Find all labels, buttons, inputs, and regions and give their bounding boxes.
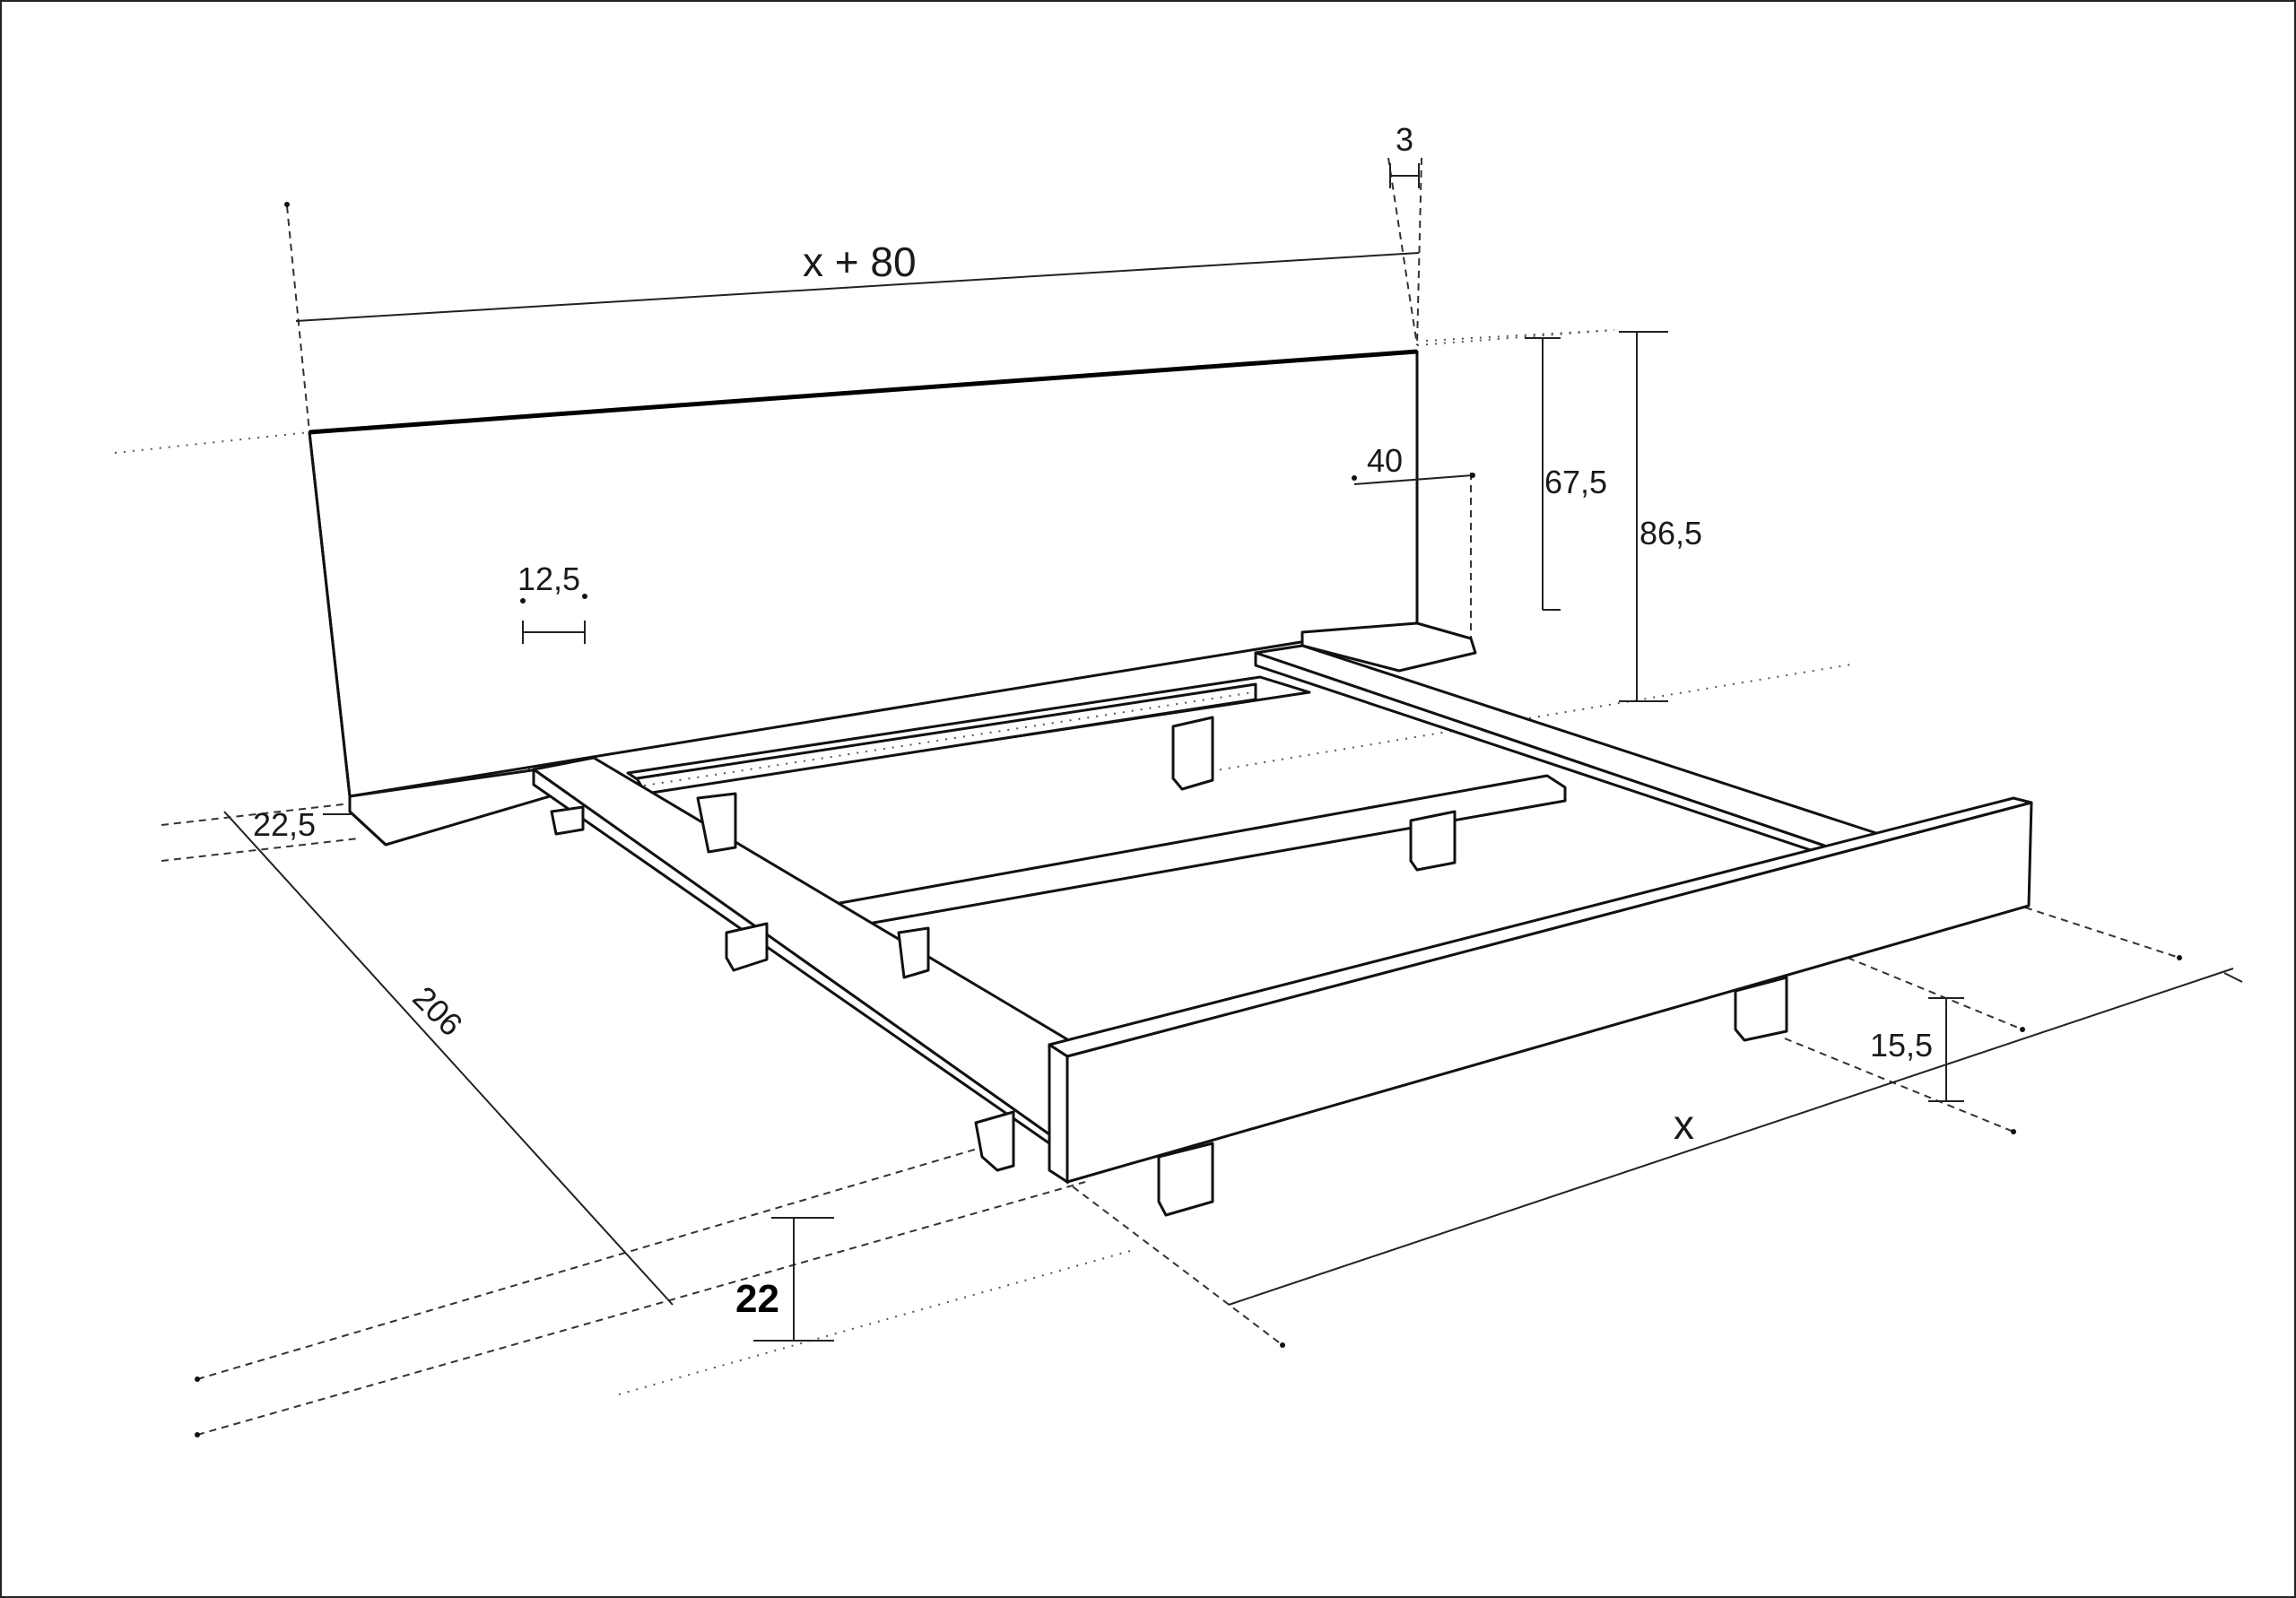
side-rail-width-label: 12,5: [517, 560, 580, 597]
legs: [550, 716, 1788, 1217]
dimension-endpoints: [195, 202, 2182, 1437]
headboard-width-label: x + 80: [803, 239, 917, 285]
left-side-rail: [532, 756, 1078, 1145]
shelf-depth-label: 22,5: [253, 806, 316, 843]
footboard-height-label: 15,5: [1870, 1027, 1933, 1064]
total-height-label: 86,5: [1639, 515, 1702, 551]
left-shelf: [348, 768, 576, 847]
bed-length-label: 206: [405, 979, 469, 1043]
floor-clearance-label: 22: [735, 1277, 779, 1321]
dimension-lines: [223, 163, 2243, 1342]
bed-width-label: x: [1674, 1101, 1694, 1148]
headboard: [308, 349, 1419, 798]
headboard-height-label: 67,5: [1544, 464, 1607, 500]
footboard: [1048, 796, 2033, 1184]
headboard-thickness-label: 3: [1396, 121, 1413, 158]
shelf-width-label: 40: [1367, 442, 1403, 479]
